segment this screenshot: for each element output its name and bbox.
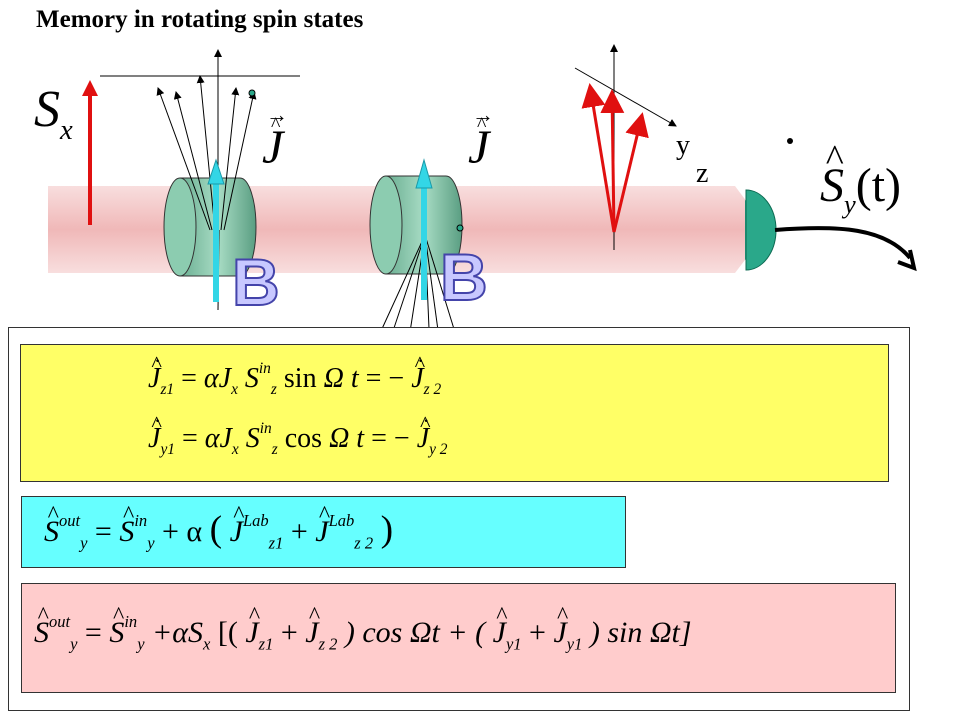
spin-fan-1 [100,49,300,311]
equation-panel-pink [21,583,896,693]
j-label-2: → ^ J [468,102,494,174]
axis-z-label: z [696,158,709,189]
red-spin-vectors [581,83,649,233]
j-label-1: → ^ J [262,102,288,174]
equation-jz1: Jz1 = αJx Sinz sin Ω t = − Jz 2 [148,342,441,399]
equation-panel-yellow [20,344,889,482]
sy-t-label: Sy(t) [820,137,901,220]
j-arrow-1 [207,158,225,302]
equation-jy1: Jy1 = αJx Sinz cos Ω t = − Jy 2 [148,402,448,459]
page-title: Memory in rotating spin states [36,6,364,33]
detector [745,189,777,271]
equation-sy-out-lab: Souty = Siny + α ( JLabz1 + JLabz 2 ) [44,502,393,553]
signal-output-arrow [774,226,917,272]
b-label-1: B [232,245,280,319]
sx-arrow [82,80,98,225]
sx-label: Sx [34,81,73,146]
equation-sy-out-rotating: Souty = Siny +αSx [( Jz1 + Jz 2 ) cos Ωt… [34,603,692,654]
b-label-2: B [440,240,488,314]
axis-y-label: y [676,130,690,161]
j-arrow-2 [415,158,433,300]
